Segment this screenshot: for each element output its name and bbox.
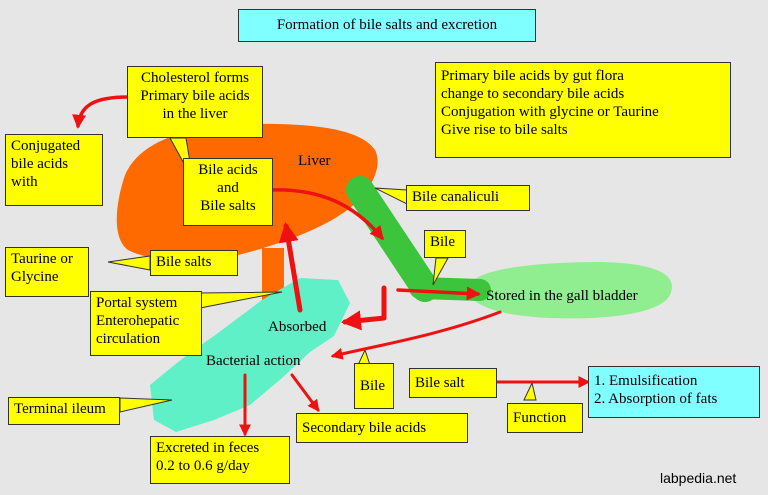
gall-bladder-shape xyxy=(468,262,672,319)
arrow-to-absorbed xyxy=(341,285,387,331)
bile-acids-salts-box: Bile acids and Bile salts xyxy=(183,158,273,226)
diagram-title: Formation of bile salts and excretion xyxy=(238,9,536,42)
arrow-cholesterol-to-conjugated xyxy=(72,95,130,129)
liver-label: Liver xyxy=(298,153,331,169)
bile-salts-callout-pointer xyxy=(107,255,151,271)
arrow-to-secondary xyxy=(290,373,320,412)
bile-canaliculi-box: Bile canaliculi xyxy=(406,185,530,211)
bile-top-box: Bile xyxy=(424,230,466,258)
terminal-ileum-callout-pointer xyxy=(119,397,173,413)
absorbed-label: Absorbed xyxy=(268,319,327,335)
primary-bile-acids-info-box: Primary bile acids by gut flora change t… xyxy=(435,62,731,158)
function-callout-pointer xyxy=(523,381,537,401)
conjugated-box: Conjugated bile acids with xyxy=(5,134,103,206)
stored-in-gall-bladder-label: Stored in the gall bladder xyxy=(486,288,638,304)
watermark: labpedia.net xyxy=(660,470,737,486)
liver-duct xyxy=(262,248,284,300)
arrow-gall-bladder-to-bacterial xyxy=(330,310,502,360)
bile-top-callout-pointer xyxy=(432,257,449,286)
cholesterol-box: Cholesterol forms Primary bile acids in … xyxy=(127,66,263,138)
bile-salt-box: Bile salt xyxy=(409,368,497,398)
terminal-ileum-box: Terminal ileum xyxy=(8,397,120,425)
portal-system-box: Portal system Enterohepatic circulation xyxy=(90,291,202,356)
bile-salts-left-box: Bile salts xyxy=(150,250,238,276)
bacterial-action-label: Bacterial action xyxy=(206,353,301,369)
bile-bottom-box: Bile xyxy=(354,363,394,409)
terminal-ileum-shape xyxy=(150,278,350,432)
arrow-absorbed-to-liver xyxy=(278,222,303,313)
canaliculi-to-gall-bladder xyxy=(409,277,491,301)
functions-list-box: 1. Emulsification 2. Absorption of fats xyxy=(588,366,760,418)
arrow-canaliculi-to-stored xyxy=(396,286,481,301)
taurine-glycine-box: Taurine or Glycine xyxy=(5,247,89,297)
excreted-in-feces-box: Excreted in feces 0.2 to 0.6 g/day xyxy=(150,436,290,484)
arrow-bile-acids-to-canaliculi xyxy=(268,188,384,241)
secondary-bile-acids-box: Secondary bile acids xyxy=(296,413,468,443)
function-box: Function xyxy=(507,403,583,433)
bile-canaliculi-shape xyxy=(346,176,439,302)
